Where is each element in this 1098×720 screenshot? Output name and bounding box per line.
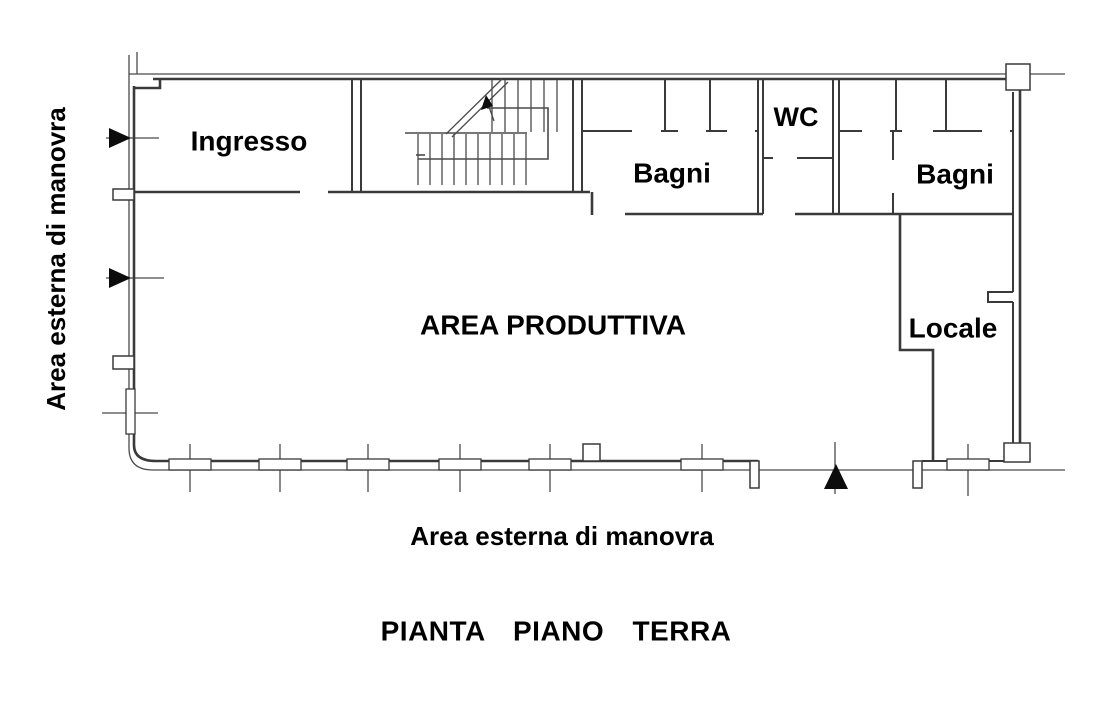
left-wall-window <box>125 388 136 435</box>
right-toilet-stall-partitions <box>895 79 947 131</box>
wc-right-party-wall <box>832 79 840 214</box>
ingresso-top-left-jog <box>134 79 162 90</box>
left-wall-tab-upper <box>112 188 135 201</box>
room-labels: Ingresso Bagni WC Bagni AREA PRODUTTIVA … <box>191 102 998 344</box>
left-wall-tab-lower <box>112 355 135 370</box>
exterior-walls <box>132 77 1022 463</box>
bottom-window-1 <box>168 458 212 471</box>
room-label-bagni-left: Bagni <box>633 158 711 189</box>
left-and-bottom-boundary-line <box>128 55 1065 471</box>
left-toilet-stall-partitions <box>664 79 711 131</box>
room-label-area-produttiva: AREA PRODUTTIVA <box>420 310 686 341</box>
right-wall-foot <box>1003 442 1031 463</box>
bottom-window-3 <box>346 458 390 471</box>
bottom-area-label: Area esterna di manovra <box>410 521 714 551</box>
room-label-bagni-right: Bagni <box>916 159 994 190</box>
room-label-wc: WC <box>774 102 819 132</box>
bottom-window-2 <box>258 458 302 471</box>
stair-break-line <box>445 78 509 138</box>
bottom-wall-pier <box>582 443 601 462</box>
site-boundary-lines <box>102 52 1065 496</box>
windows-and-features <box>112 63 1031 489</box>
stair-rail <box>418 107 549 160</box>
room-label-locale: Locale <box>909 313 998 344</box>
right-wall-niche <box>987 291 1013 303</box>
left-exterior-wall-and-bottom-wall <box>132 86 758 463</box>
locale-jamb <box>912 460 923 489</box>
bagni-wc-party-wall <box>757 79 764 214</box>
bottom-window-4 <box>438 458 482 471</box>
left-entrance-arrow-lower-icon <box>109 268 131 288</box>
locale-left-wall <box>898 214 935 461</box>
top-right-pillar <box>1005 63 1031 91</box>
locale-window <box>946 458 990 471</box>
room-label-ingresso: Ingresso <box>191 126 308 157</box>
bottom-window-5 <box>528 458 572 471</box>
staircase <box>405 78 558 185</box>
divider-wall-west <box>134 190 594 215</box>
plan-title: PIANTA PIANO TERRA <box>381 616 732 647</box>
entrance-arrows <box>109 128 848 489</box>
bottom-window-6 <box>680 458 724 471</box>
interior-walls <box>134 79 1013 462</box>
left-area-label: Area esterna di manovra <box>41 107 71 411</box>
stair-direction-arrow-icon <box>481 95 493 110</box>
left-entrance-arrow-upper-icon <box>109 128 131 148</box>
annotation-labels: Area esterna di manovra Area esterna di … <box>41 107 731 647</box>
bottom-entrance-arrow-icon <box>824 464 848 489</box>
gate-jamb-left <box>749 460 760 489</box>
